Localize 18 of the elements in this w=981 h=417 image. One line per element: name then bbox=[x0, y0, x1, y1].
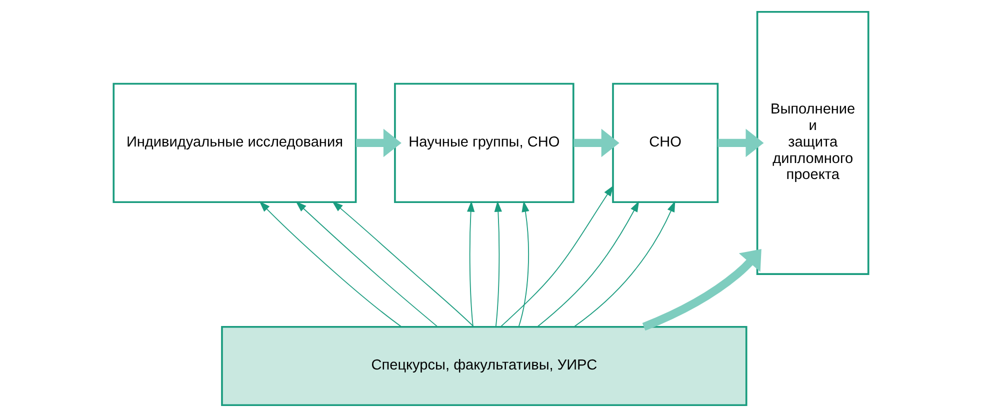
arrow bbox=[573, 128, 619, 158]
arrow bbox=[258, 201, 402, 328]
arrow bbox=[466, 200, 474, 328]
arrow bbox=[536, 200, 639, 328]
node-box: Выполнение и защита дипломного проекта bbox=[756, 10, 869, 275]
arrow bbox=[356, 128, 401, 158]
arrow bbox=[642, 249, 761, 331]
arrow bbox=[573, 200, 675, 328]
arrow bbox=[500, 185, 614, 328]
arrow bbox=[332, 201, 474, 328]
node-box: СНО bbox=[612, 82, 718, 204]
node-box: Индивидуальные исследования bbox=[112, 82, 356, 204]
arrow bbox=[717, 128, 764, 158]
arrow bbox=[494, 200, 502, 328]
node-box: Спецкурсы, факультативы, УИРС bbox=[220, 326, 747, 406]
node-box: Научные группы, СНО bbox=[394, 82, 574, 204]
arrow bbox=[518, 200, 529, 328]
arrow bbox=[295, 201, 438, 328]
